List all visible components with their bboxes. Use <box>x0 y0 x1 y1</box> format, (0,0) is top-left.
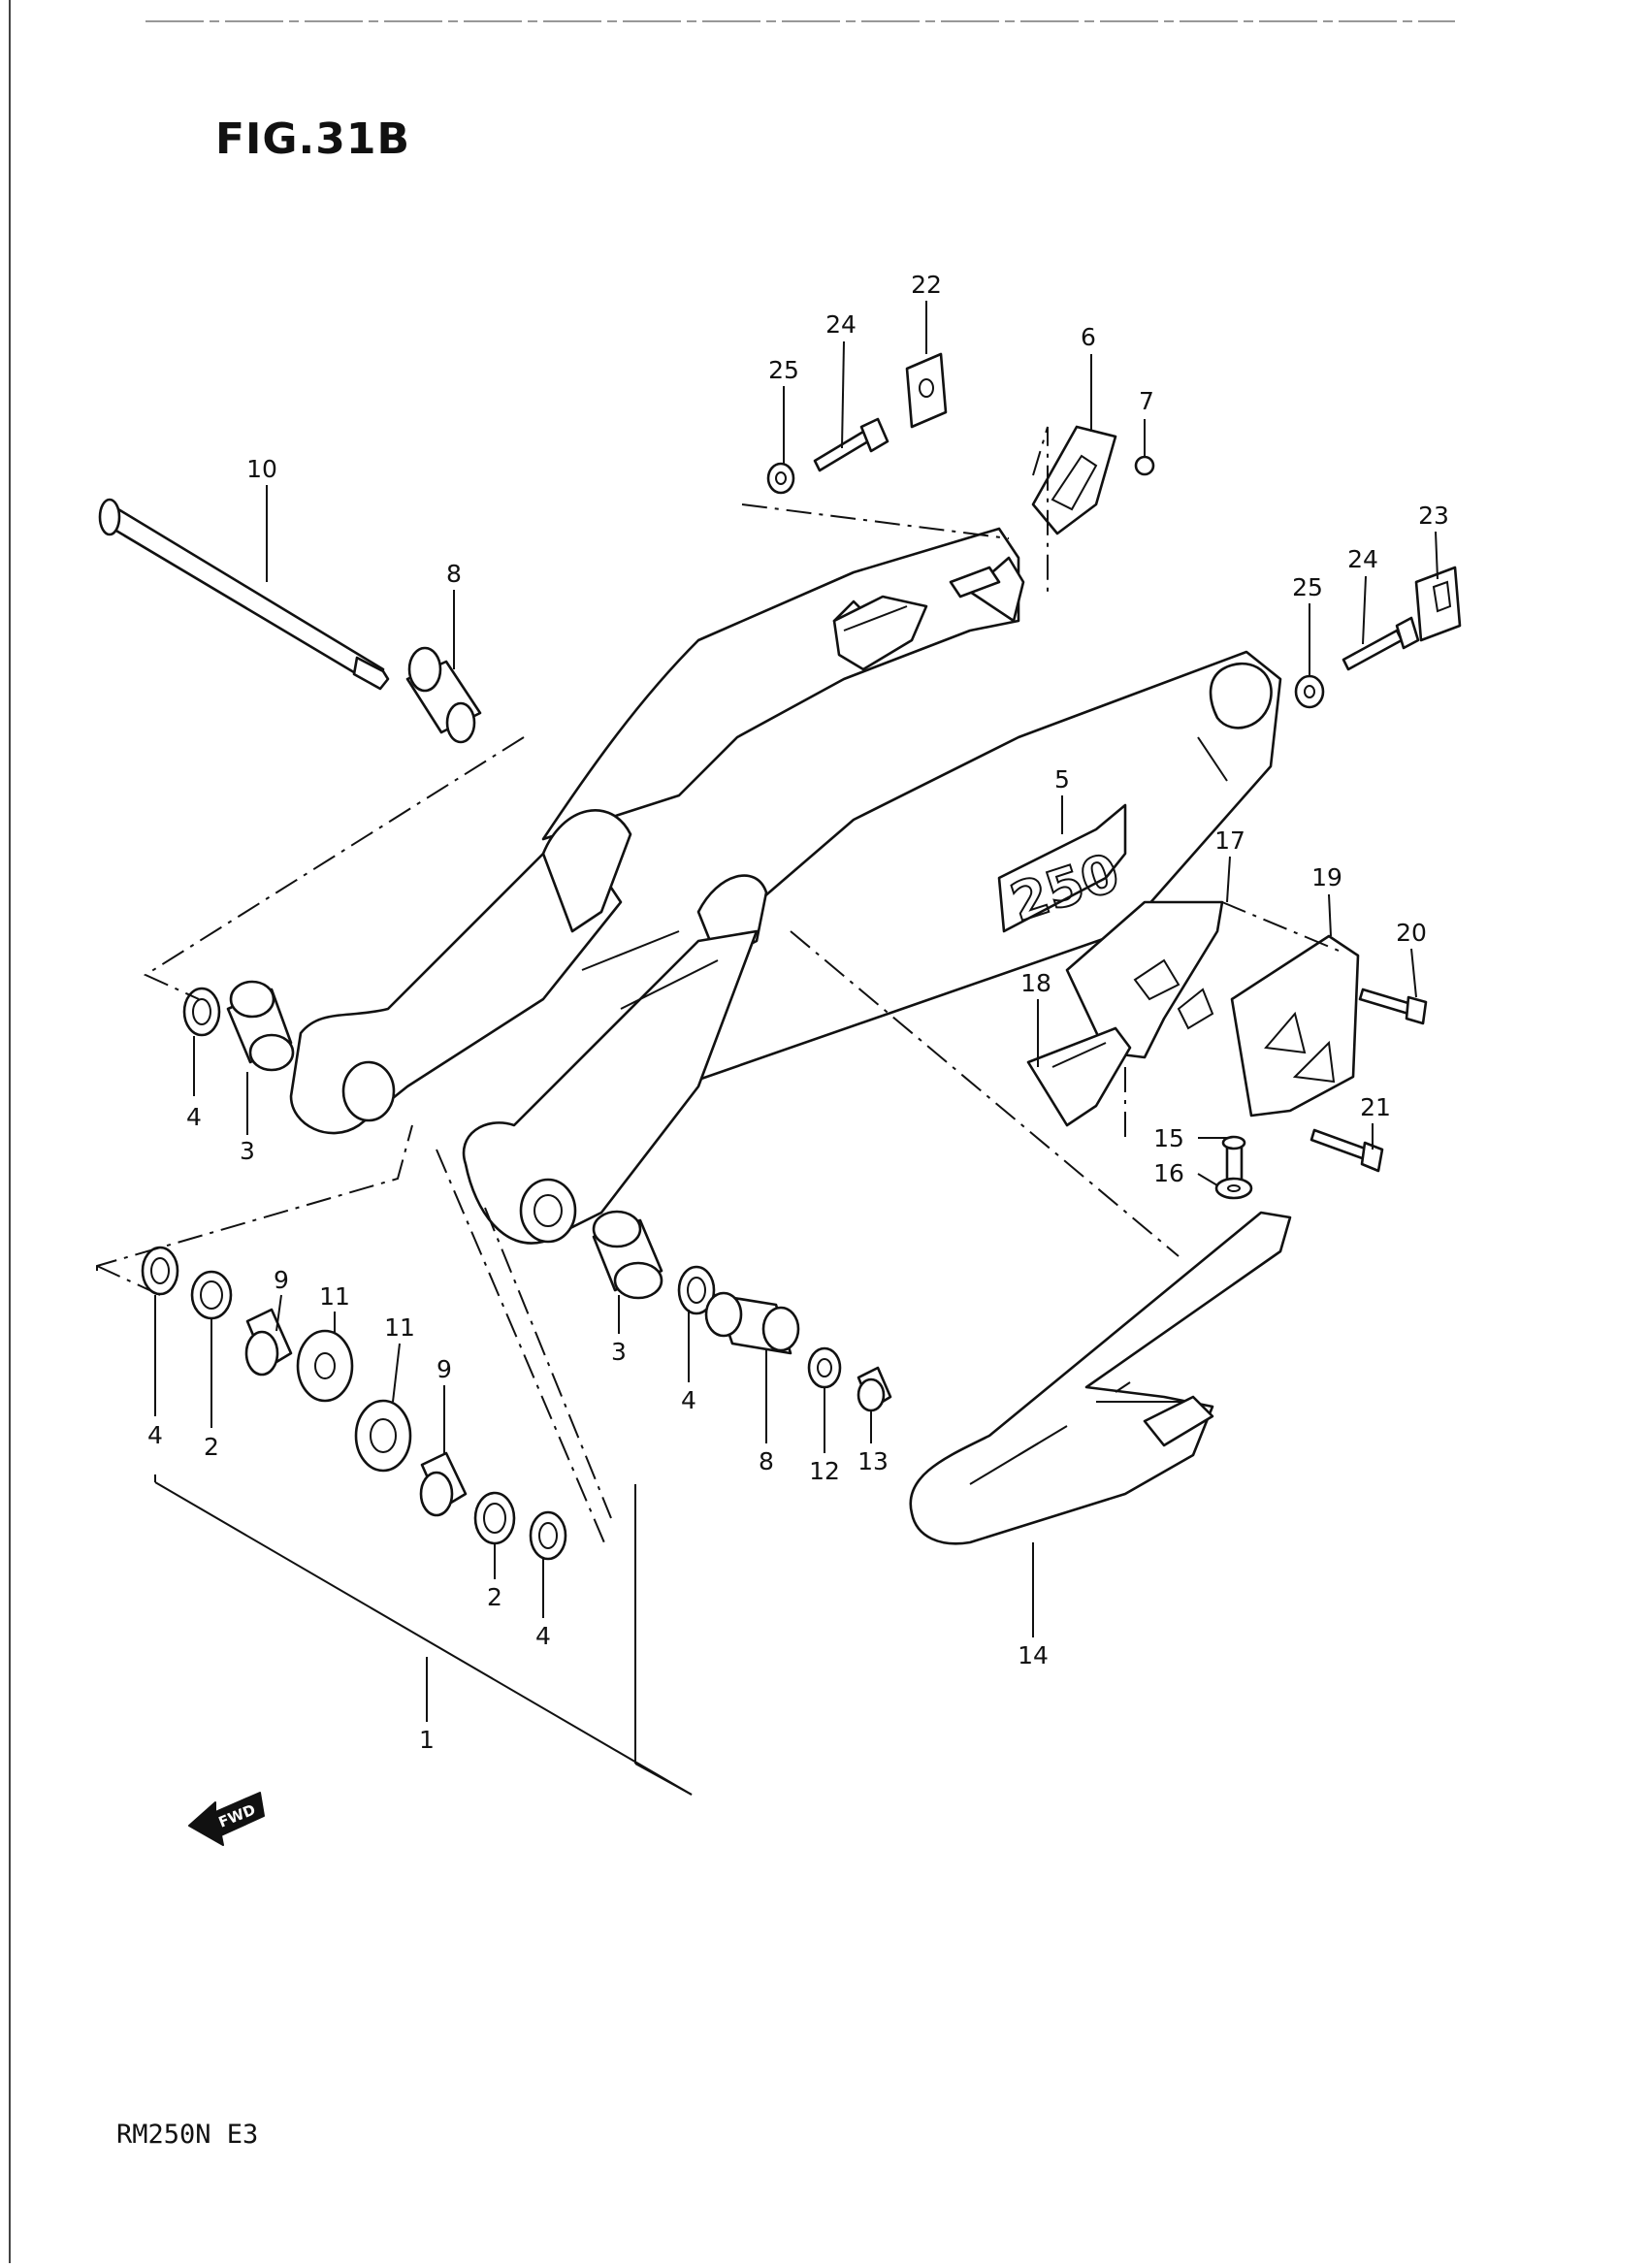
guard-18 <box>1026 1026 1132 1127</box>
model-code: RM250N E3 <box>116 2120 259 2150</box>
callout-23: 23 <box>1418 502 1449 530</box>
swingarm-body: 250 <box>289 527 1282 1245</box>
callout-6: 6 <box>1081 323 1096 351</box>
callout-25: 25 <box>768 356 799 384</box>
callout-7: 7 <box>1139 387 1154 415</box>
ring-2-b <box>473 1491 516 1545</box>
bolt-15 <box>1221 1135 1246 1185</box>
callout-9: 9 <box>436 1355 452 1383</box>
callout-10: 10 <box>246 455 277 483</box>
callout-24: 24 <box>825 310 857 339</box>
callout-8: 8 <box>446 560 462 588</box>
leader-lines <box>154 301 1439 1637</box>
bush-8-lower <box>704 1291 800 1355</box>
bush-8-upper <box>405 646 482 744</box>
callout-9: 9 <box>274 1266 289 1294</box>
screw-7 <box>1134 455 1155 476</box>
ring-2-a <box>190 1270 233 1320</box>
seal-4-c <box>677 1265 716 1315</box>
plate-22 <box>905 352 948 429</box>
callout-2: 2 <box>487 1583 502 1611</box>
bolt-21 <box>1310 1128 1384 1173</box>
callout-1: 1 <box>419 1726 435 1754</box>
bearing-3-upper <box>226 980 295 1072</box>
assembly-lines <box>96 426 1340 1548</box>
seal-4-a <box>141 1246 179 1296</box>
callout-2: 2 <box>204 1433 219 1461</box>
callout-8: 8 <box>759 1447 774 1475</box>
callout-13: 13 <box>857 1447 889 1475</box>
callout-24: 24 <box>1347 545 1378 573</box>
cap-11-b <box>354 1399 412 1473</box>
figure-title: FIG.31B <box>215 114 411 164</box>
nut-25-upper <box>766 462 795 495</box>
bolt-24-lower <box>1342 616 1420 671</box>
callout-4: 4 <box>681 1386 696 1414</box>
callout-12: 12 <box>809 1457 840 1485</box>
plate-23 <box>1414 566 1462 642</box>
callout-4: 4 <box>147 1421 163 1449</box>
bolt-24-upper <box>813 417 889 472</box>
callout-numbers: 22 24 25 6 7 10 8 23 24 25 5 17 19 20 18… <box>147 271 1449 1754</box>
callout-22: 22 <box>911 271 942 299</box>
forward-arrow-icon: FWD <box>188 1792 265 1846</box>
spacer-9-a <box>244 1308 293 1377</box>
callout-11: 11 <box>384 1313 415 1342</box>
cap-11-a <box>296 1329 354 1403</box>
nut-25-lower <box>1294 674 1325 709</box>
spacer-9-b <box>419 1451 468 1517</box>
callout-19: 19 <box>1311 863 1342 891</box>
callout-15: 15 <box>1153 1124 1184 1152</box>
callout-17: 17 <box>1214 826 1245 855</box>
callout-3: 3 <box>240 1137 255 1165</box>
callout-3: 3 <box>611 1338 627 1366</box>
seal-4-b <box>529 1510 567 1561</box>
washer-12 <box>807 1346 842 1389</box>
pivot-shaft-10 <box>98 498 390 691</box>
chain-buffer-14 <box>909 1211 1292 1545</box>
bolt-20 <box>1358 988 1428 1025</box>
assembly-1-bracket <box>154 1474 693 1796</box>
callout-20: 20 <box>1396 919 1427 947</box>
nut-13 <box>857 1366 892 1412</box>
callout-5: 5 <box>1054 765 1070 794</box>
callout-16: 16 <box>1153 1159 1184 1187</box>
callout-21: 21 <box>1360 1093 1391 1121</box>
seal-4-upper <box>182 987 221 1037</box>
bearing-3-lower <box>592 1210 663 1300</box>
callout-14: 14 <box>1018 1641 1049 1669</box>
washer-16 <box>1214 1177 1253 1200</box>
guide-plate-6 <box>1031 425 1117 535</box>
guide-19 <box>1230 934 1360 1118</box>
callout-4: 4 <box>186 1103 202 1131</box>
callout-4: 4 <box>535 1622 551 1650</box>
callout-25: 25 <box>1292 573 1323 601</box>
callout-18: 18 <box>1020 969 1051 997</box>
callout-11: 11 <box>319 1282 350 1311</box>
